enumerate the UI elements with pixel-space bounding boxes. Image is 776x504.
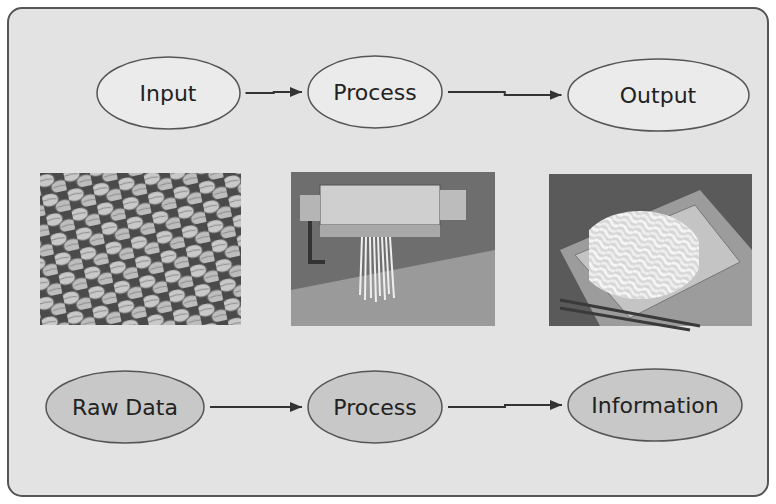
process-ellipse: Output (567, 58, 750, 132)
node-label: Input (140, 81, 197, 106)
node-label: Process (333, 80, 416, 105)
flow-arrow (246, 92, 303, 93)
process-ellipse: Raw Data (45, 370, 205, 444)
flow-arrow (448, 405, 562, 407)
panel (8, 8, 768, 496)
noodles-photo (549, 174, 752, 330)
flow-arrow (448, 92, 562, 95)
process-ellipse: Information (567, 368, 743, 442)
wheat-photo (40, 173, 241, 325)
node-label: Process (333, 395, 416, 420)
node-label: Output (620, 83, 696, 108)
node-label: Information (591, 393, 718, 418)
node-label: Raw Data (72, 395, 178, 420)
process-ellipse: Process (307, 370, 443, 444)
process-ellipse: Input (96, 56, 241, 130)
process-ellipse: Process (307, 55, 443, 129)
flow-arrow (210, 406, 302, 408)
pasta-machine-photo (291, 172, 495, 326)
